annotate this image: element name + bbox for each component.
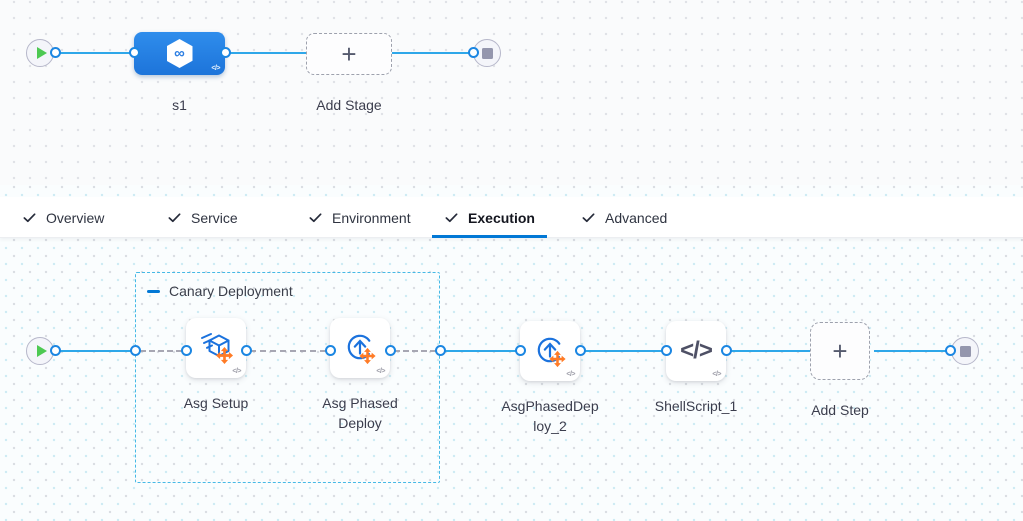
connector-line [225,52,306,54]
step-group-canary-deployment[interactable]: Canary Deployment [135,272,440,483]
collapse-group-icon[interactable] [147,289,160,293]
connector-line [55,52,135,54]
stop-icon [959,345,971,357]
stop-icon [481,47,493,59]
stage-node-s1[interactable]: ∞ </> [134,32,225,75]
tab-environment[interactable]: Environment [308,197,411,238]
step-label: Asg Phased Deploy [322,395,398,431]
link-point[interactable] [945,345,956,356]
step-label: ShellScript_1 [654,398,738,414]
asg-phased-deploy-icon [537,337,566,368]
plus-icon: + [832,336,848,366]
stage-name-label: s1 [172,97,187,113]
step-shellscript-1[interactable]: </> </> [666,321,726,381]
check-icon [581,210,596,225]
connector-line [392,52,470,54]
link-point[interactable] [325,345,336,356]
add-step-button[interactable]: + [810,322,870,380]
link-point[interactable] [435,345,446,356]
link-point[interactable] [50,345,61,356]
link-point[interactable] [130,345,141,356]
asg-setup-icon [201,333,234,365]
tab-label: Execution [468,209,535,226]
tab-execution[interactable]: Execution [432,197,547,238]
step-label: AsgPhasedDeploy_2 [501,398,599,434]
check-icon [444,210,459,225]
cd-stage-hexagon-icon: ∞ [166,39,193,68]
step-asg-phased-deploy-2[interactable]: </> [520,321,580,381]
infinity-glyph: ∞ [174,44,185,62]
link-point[interactable] [515,345,526,356]
connector-line [55,350,135,352]
check-icon [167,210,182,225]
tab-label: Overview [46,209,105,226]
connector-line [874,350,952,352]
pipeline-start-node [26,39,54,67]
link-point[interactable] [50,47,61,58]
connector-line [730,350,810,352]
tab-advanced[interactable]: Advanced [581,197,667,238]
code-icon: </> [712,371,721,378]
step-asg-phased-deploy[interactable]: </> [330,318,390,378]
connector-line-dashed [140,350,182,352]
play-icon [37,345,47,357]
tab-service[interactable]: Service [167,197,238,238]
check-icon [22,210,37,225]
active-tab-underline [432,235,547,238]
link-point[interactable] [575,345,586,356]
play-icon [37,47,47,59]
asg-phased-deploy-icon [347,334,376,365]
group-header: Canary Deployment [147,283,293,299]
group-title: Canary Deployment [169,283,293,299]
stage-canvas[interactable]: ∞ </> s1 + Add Stage [0,0,1023,185]
tab-label: Environment [332,209,411,226]
code-icon: </> [566,371,575,378]
panel-top-strip [0,185,1023,197]
step-label: Asg Setup [183,395,249,411]
add-step-label: Add Step [811,402,869,418]
tab-overview[interactable]: Overview [22,197,104,238]
shell-script-icon: </> [680,337,713,364]
connector-line [444,350,516,352]
link-point[interactable] [721,345,732,356]
link-point[interactable] [220,47,231,58]
add-stage-label: Add Stage [316,97,382,113]
connector-line-dashed [250,350,326,352]
code-icon: </> [211,65,220,72]
tab-label: Service [191,209,238,226]
tab-label: Advanced [605,209,668,226]
connector-line [584,350,666,352]
link-point[interactable] [385,345,396,356]
stage-config-tabs: Overview Service Environment Execution A… [0,197,1023,238]
check-icon [308,210,323,225]
code-icon: </> [376,368,385,375]
link-point[interactable] [241,345,252,356]
connector-line-dashed [394,350,436,352]
add-stage-button[interactable]: + [306,33,392,75]
link-point[interactable] [468,47,479,58]
link-point[interactable] [129,47,140,58]
step-asg-setup[interactable]: </> [186,318,246,378]
code-icon: </> [232,368,241,375]
link-point[interactable] [661,345,672,356]
execution-canvas[interactable]: Canary Deployment </> Asg Setup [0,238,1023,521]
plus-icon: + [341,39,357,69]
link-point[interactable] [181,345,192,356]
